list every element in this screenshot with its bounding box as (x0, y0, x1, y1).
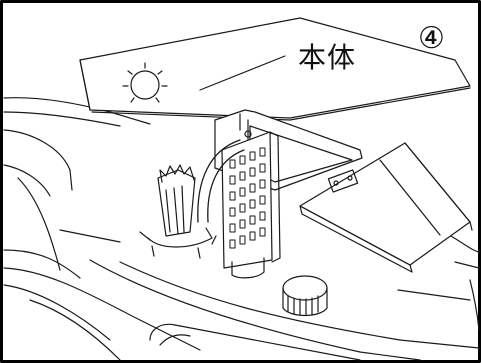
knob (282, 275, 328, 317)
hinge (327, 169, 359, 193)
electrode-plate (221, 131, 281, 279)
leader-line (199, 55, 286, 91)
curved-pipe (197, 139, 245, 223)
step-number: ④ (418, 21, 445, 56)
main-body-panel (79, 17, 471, 121)
flower-hole-icon (122, 62, 168, 103)
hinged-flap (299, 142, 473, 273)
part-label: 本体 (298, 41, 357, 74)
crown-holder (139, 164, 217, 259)
